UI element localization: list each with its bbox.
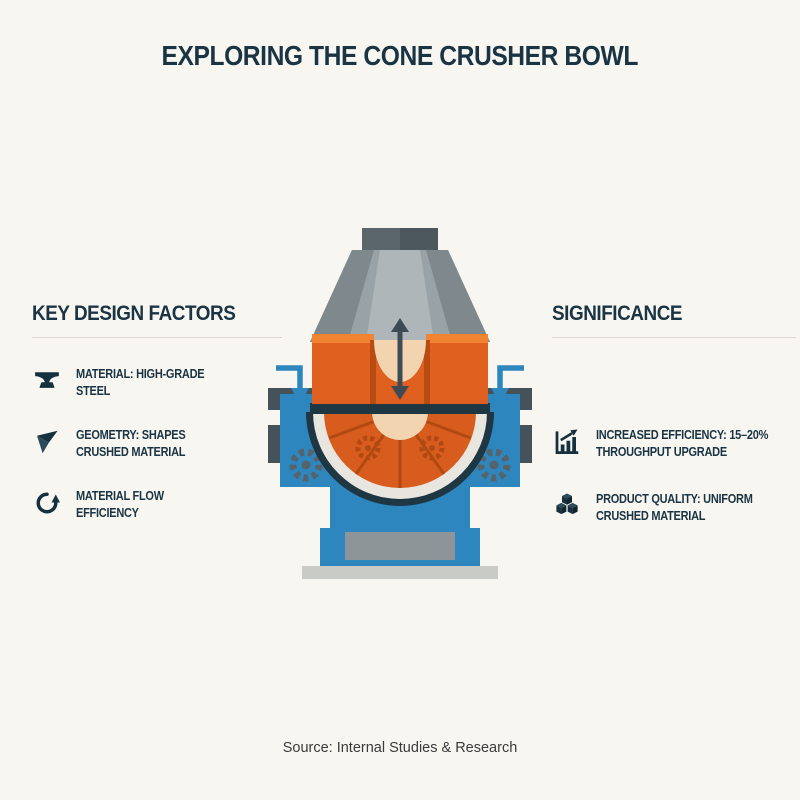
- item-label: PRODUCT QUALITY: UNIFORM CRUSHED MATERIA…: [596, 491, 753, 523]
- divider: [32, 337, 282, 338]
- geometry-shard-icon: [32, 427, 62, 457]
- cone-crusher-illustration: [240, 222, 560, 582]
- right-panel-heading: SIGNIFICANCE: [552, 302, 683, 325]
- list-item: PRODUCT QUALITY: UNIFORM CRUSHED MATERIA…: [552, 490, 796, 526]
- item-label: INCREASED EFFICIENCY: 15–20% THROUGHPUT …: [596, 428, 769, 460]
- anvil-icon: [32, 366, 62, 396]
- key-design-factors-panel: KEY DESIGN FACTORS MATERIAL: HIGH-GRADE …: [32, 302, 282, 523]
- significance-panel: SIGNIFICANCE INCREASED EFFICIENCY: 15–20…: [552, 302, 796, 525]
- item-label: GEOMETRY: SHAPES CRUSHED MATERIAL: [76, 428, 186, 460]
- list-item: INCREASED EFFICIENCY: 15–20% THROUGHPUT …: [552, 426, 796, 462]
- list-item: MATERIAL FLOW EFFICIENCY: [32, 487, 282, 523]
- bar-chart-growth-icon: [552, 427, 582, 457]
- left-panel-heading: KEY DESIGN FACTORS: [32, 302, 236, 325]
- list-item: GEOMETRY: SHAPES CRUSHED MATERIAL: [32, 426, 282, 462]
- item-label: MATERIAL: HIGH-GRADE STEEL: [76, 367, 205, 399]
- divider: [552, 337, 796, 338]
- item-label: MATERIAL FLOW EFFICIENCY: [76, 489, 164, 521]
- source-note: Source: Internal Studies & Research: [282, 740, 518, 756]
- list-item: MATERIAL: HIGH-GRADE STEEL: [32, 365, 282, 401]
- circular-flow-icon: [32, 488, 62, 518]
- cubes-icon: [552, 491, 582, 521]
- page-title: EXPLORING THE CONE CRUSHER BOWL: [161, 40, 639, 71]
